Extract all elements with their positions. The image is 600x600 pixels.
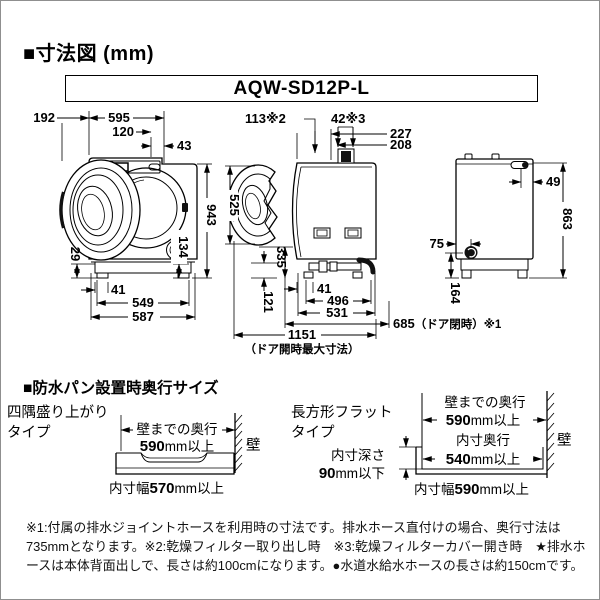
pan-right-cross-section <box>399 393 547 480</box>
dim-side-rear-depth-a: 227 <box>390 126 412 141</box>
front-view-dim-lines <box>57 111 214 323</box>
model-header: AQW-SD12P-L <box>65 75 538 102</box>
pan-left-type-line1: 四隅盛り上がり <box>7 404 109 421</box>
dim-side-foot-pitch: 496 <box>327 293 349 308</box>
page-title: ■寸法図 (mm) <box>23 43 155 65</box>
pan-section-title: ■防水パン設置時奥行サイズ <box>23 378 219 397</box>
rear-view-art <box>455 153 534 279</box>
pan-right-type-line1: 長方形フラット <box>291 404 393 421</box>
wall-hatch-right <box>546 391 555 478</box>
dim-side-door-bottom: 335 <box>274 246 289 268</box>
pan-left-wall-depth-label: 壁までの奥行 <box>137 421 218 437</box>
wall-hatch-left <box>234 413 243 473</box>
dim-front-door-protrusion: 192 <box>33 110 55 125</box>
pan-right-inner-width: 内寸幅590mm以上 <box>414 481 529 498</box>
dim-front-panel-width: 120 <box>112 124 134 139</box>
dim-front-height: 943 <box>204 204 219 226</box>
dim-side-open-depth-note: （ドア開時最大寸法） <box>245 342 360 356</box>
dim-rear-drain-height: 164 <box>448 282 463 304</box>
rear-view-dim-labels: 49 863 75 164 <box>430 174 575 305</box>
pan-left-type-line2: タイプ <box>7 424 51 441</box>
dim-front-base-clearance: 29 <box>68 247 83 261</box>
pan-left-wall-label: 壁 <box>246 437 261 454</box>
dim-front-panel-side: 43 <box>177 138 191 153</box>
side-view-dim-labels: 113※2 42※3 227 208 525 335 121 41 496 53… <box>227 111 502 356</box>
pan-right-wall-depth-value: 590mm以上 <box>446 412 521 429</box>
pan-raised-corner-type: 四隅盛り上がり タイプ 壁 壁までの奥行 590 <box>7 404 261 497</box>
front-view-dim-labels: 192 595 120 43 943 134 29 41 549 587 <box>33 110 219 324</box>
footnotes: ※1:付属の排水ジョイントホースを利用時の寸法です。排水ホース直付けの場合、奥行… <box>26 519 586 575</box>
side-view-dim-lines <box>223 118 390 341</box>
dim-rear-drain-offset: 75 <box>430 236 444 251</box>
pan-right-depth-limit-value: 90mm以下 <box>319 465 385 482</box>
dim-side-base-height: 121 <box>261 291 276 313</box>
pan-right-inner-depth-value: 540mm以上 <box>446 451 521 468</box>
pan-flat-type: 長方形フラット タイプ 壁 壁までの奥行 5 <box>291 391 572 498</box>
pan-left-inner-width: 内寸幅570mm以上 <box>109 480 224 497</box>
dim-front-pump-height: 134 <box>176 236 191 258</box>
footnote-line-3: ースは本体背面出しで、長さは約100cmになります。●水道水給水ホースの長さは約… <box>26 557 584 573</box>
pan-left-cross-section <box>115 452 235 475</box>
pan-right-inner-depth-label: 内寸奥行 <box>456 432 510 448</box>
dim-side-closed-depth: 685（ドア閉時）※1 <box>393 316 502 331</box>
pan-right-depth-limit-label: 内寸深さ <box>331 448 385 463</box>
dim-front-foot-inset: 41 <box>111 282 125 297</box>
pan-right-type-line2: タイプ <box>291 424 335 441</box>
dim-side-filter-cover: 42※3 <box>331 111 365 126</box>
dim-side-open-depth: 1151 <box>288 327 316 342</box>
dim-front-width: 595 <box>108 110 130 125</box>
footnote-line-1: ※1:付属の排水ジョイントホースを利用時の寸法です。排水ホース直付けの場合、奥行… <box>26 520 561 535</box>
side-view-art <box>227 148 377 279</box>
dim-side-filter-pull: 113※2 <box>245 111 286 126</box>
dim-side-rear-depth-b: 208 <box>390 137 412 152</box>
pan-right-wall-depth-label: 壁までの奥行 <box>445 394 526 410</box>
rear-view-dim-lines <box>445 162 570 279</box>
pan-right-wall-label: 壁 <box>557 432 572 449</box>
front-view-art <box>59 157 198 279</box>
dim-front-foot-pitch: 549 <box>132 295 154 310</box>
dim-rear-inlet-offset: 49 <box>546 174 560 189</box>
dim-side-base-depth: 531 <box>326 305 348 320</box>
dim-side-door-diameter: 525 <box>227 194 242 216</box>
dim-rear-height: 863 <box>560 208 575 230</box>
footnote-line-2: 735mmとなります。※2:乾燥フィルター取り出し時 ※3:乾燥フィルターカバー… <box>26 538 586 554</box>
pan-section: ■防水パン設置時奥行サイズ 四隅盛り上がり タイプ 壁 <box>7 378 572 498</box>
dim-side-foot-inset: 41 <box>317 281 331 296</box>
dim-front-base-width: 587 <box>132 309 154 324</box>
model-name: AQW-SD12P-L <box>233 77 370 99</box>
pan-left-wall-depth-value: 590mm以上 <box>140 438 215 455</box>
